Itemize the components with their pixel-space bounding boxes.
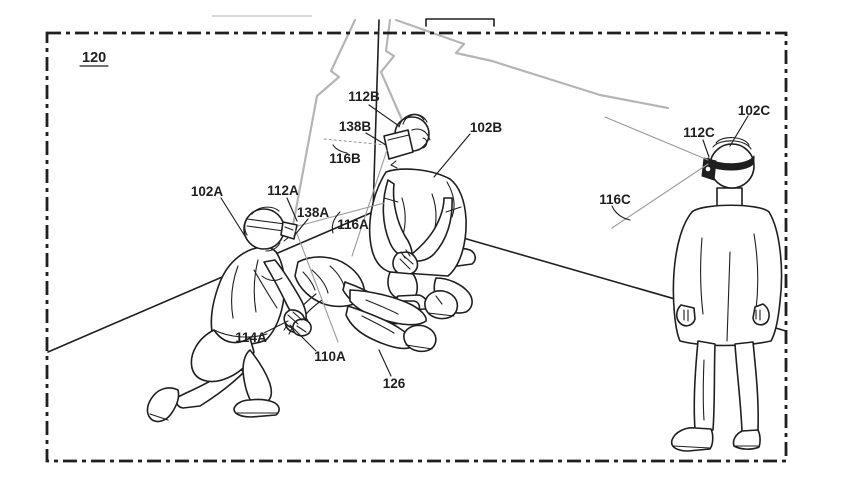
person-c-coat-creases (700, 233, 759, 342)
label-116C: 116C (599, 192, 631, 207)
person-c-figure (670, 137, 783, 452)
hmd-a-lens-line (284, 226, 294, 231)
fov-a-angle-arc (331, 211, 341, 234)
leader-126 (378, 349, 392, 377)
person-c-shoe-left (670, 427, 714, 452)
signal-bolt-to-c (394, 18, 670, 110)
person-a-arm (263, 259, 307, 320)
person-a-shoe-right (233, 398, 280, 418)
person-a-hands-hatching (287, 311, 307, 333)
fov-b-lower (351, 149, 388, 257)
hmd-b-goggles (383, 129, 414, 160)
fov-lines (295, 116, 709, 343)
signal-bolts (290, 18, 670, 233)
person-c-hand-left-fingers (683, 309, 689, 322)
leader-112A (286, 197, 298, 222)
leader-112B (368, 104, 400, 127)
figure-border (45, 31, 788, 463)
patient-leg-lower-seam (361, 315, 395, 334)
label-116A: 116A (337, 217, 369, 232)
leader-138B (365, 132, 387, 146)
person-a-shoe-left-sole (149, 413, 169, 421)
patient-sneaker-upper (424, 290, 459, 320)
label-102A: 102A (191, 184, 224, 199)
person-b-hands-hatching (399, 249, 414, 270)
person-a-figure (146, 206, 312, 423)
person-a-torso (210, 245, 286, 346)
ceiling-fixture-bracket (425, 18, 495, 27)
label-112C: 112C (683, 125, 715, 140)
label-110A: 110A (314, 349, 346, 364)
person-a-hip (190, 329, 255, 383)
label-112A: 112A (267, 183, 299, 198)
leader-102B (433, 133, 471, 178)
wall-base-left (47, 211, 374, 353)
person-c-shoe-right (732, 429, 761, 450)
fov-a-lower (295, 230, 339, 343)
leader-138A (293, 218, 309, 237)
label-112B: 112B (348, 89, 380, 104)
person-a-shoe-left (146, 387, 180, 423)
hmd-b (383, 113, 431, 160)
hmd-c-band (707, 155, 755, 171)
person-a-shirt-creases (213, 259, 268, 338)
person-a-head (243, 208, 285, 250)
leader-102A (220, 197, 249, 242)
leader-102C (729, 115, 749, 147)
hmd-b-goggles-edge (387, 134, 410, 141)
person-b-sleeve-hems (383, 197, 462, 213)
hmd-a-visor-band (246, 218, 286, 232)
person-c-shoe-left-sole (672, 445, 711, 449)
label-102B: 102B (470, 120, 503, 135)
patient-sneaker-lower-sole (405, 344, 433, 350)
fov-c-lower (611, 163, 709, 229)
leader-112C (702, 139, 710, 158)
label-114A: 114A (235, 330, 267, 345)
signal-bolt-to-a (290, 18, 357, 233)
label-120: 120 (82, 50, 106, 66)
fov-c-upper (604, 116, 709, 161)
label-102C: 102C (738, 103, 771, 118)
hmd-a-device (280, 221, 298, 240)
fov-a-upper (297, 202, 385, 227)
label-138B: 138B (339, 119, 372, 134)
fov-c-pointer-arc (611, 205, 631, 221)
reference-labels: 120 102A 112A 138A 116A 114A 110A 126 11… (79, 50, 771, 391)
signal-bolt-to-b (379, 18, 404, 122)
person-c-hand-left (675, 304, 696, 327)
patient-sneaker-lower (403, 324, 437, 353)
label-116B: 116B (329, 151, 361, 166)
person-b-chin (390, 160, 398, 169)
person-a-arm-lines (253, 269, 283, 309)
fov-b-upper-dotted (323, 138, 387, 146)
fov-b-pointer-arc (332, 144, 348, 154)
hmd-a (244, 206, 298, 240)
hmd-c-sensor (705, 166, 711, 172)
label-138A: 138A (297, 205, 330, 220)
leader-110A (289, 324, 317, 352)
hmd-a-straps (244, 206, 280, 236)
person-b-hands-object (392, 251, 419, 276)
label-126: 126 (383, 376, 406, 391)
hmd-b-straps (398, 113, 431, 141)
patient-figure (283, 256, 459, 353)
patient-leg-upper-seam (365, 299, 399, 315)
person-b-ear (422, 137, 428, 149)
person-c-leg-left (693, 340, 716, 431)
wall-corner-edge (372, 19, 380, 213)
person-c-neck (716, 187, 743, 208)
patient-sneaker-upper-sole (427, 295, 455, 317)
leader-lines (220, 104, 749, 377)
person-c-hand-right (752, 303, 770, 326)
person-c-hand-right-fingers (755, 309, 761, 321)
leader-114A (263, 320, 289, 334)
person-c-pant-crease (702, 359, 705, 421)
